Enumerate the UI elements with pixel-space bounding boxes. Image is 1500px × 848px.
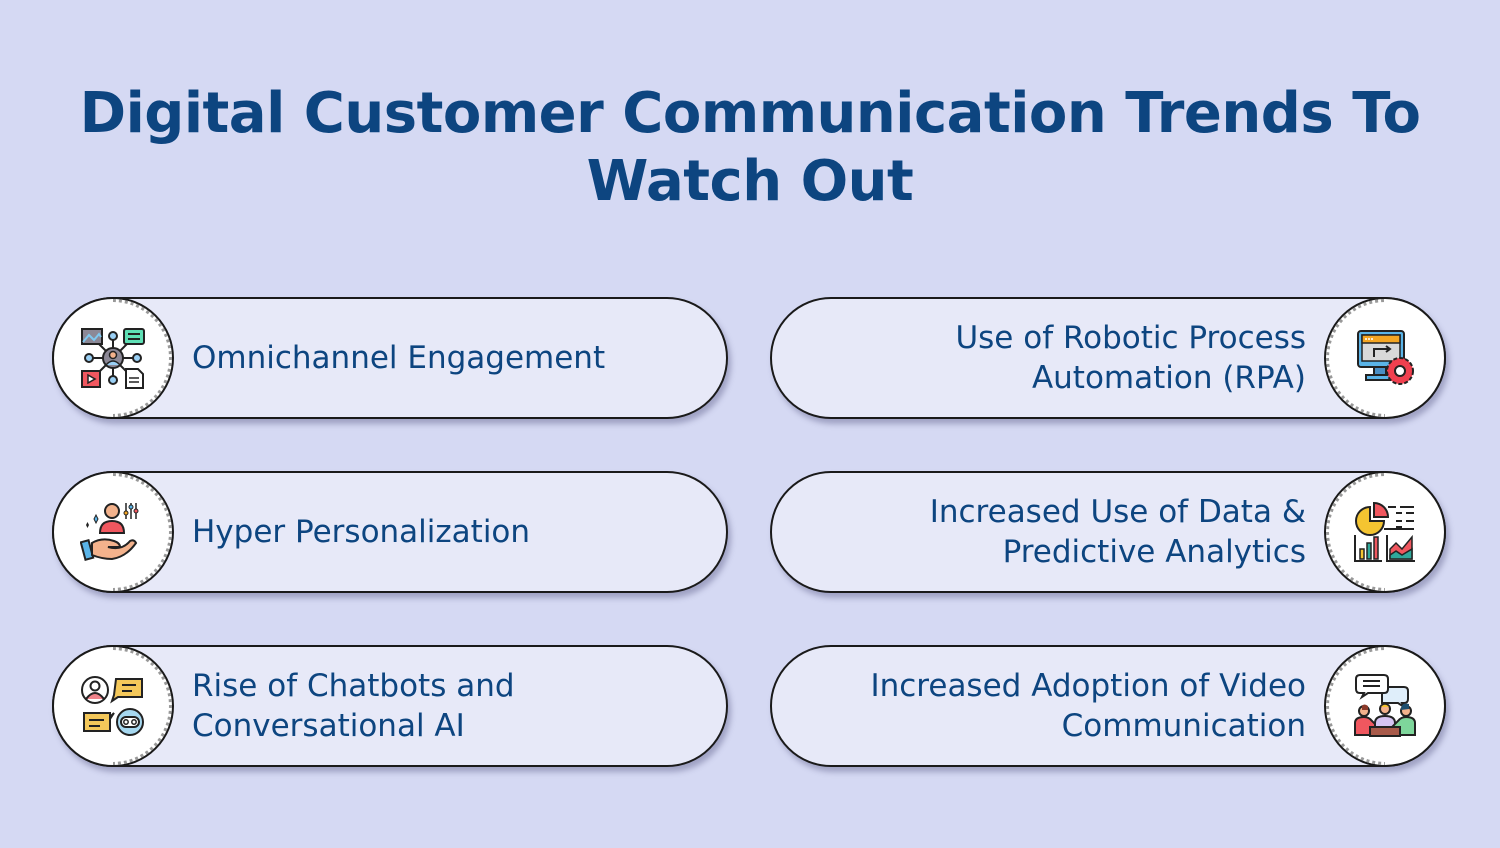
- hand-person-sliders-icon: [80, 503, 139, 561]
- video-meeting-icon: [1354, 674, 1416, 737]
- icon-badge: [52, 471, 174, 593]
- icon-badge: [1324, 297, 1446, 419]
- icon-badge: [1324, 471, 1446, 593]
- page-title: Digital Customer Communication Trends To…: [0, 80, 1500, 216]
- icon-badge: [52, 645, 174, 767]
- icon-badge: [52, 297, 174, 419]
- analytics-charts-icon: [1354, 501, 1415, 562]
- trend-label: Increased Use of Data &Predictive Analyt…: [929, 494, 1306, 570]
- title-line-2: Watch Out: [586, 149, 914, 214]
- trend-card-hyper-personalization: Hyper Personalization: [52, 471, 728, 593]
- chatbot-conversation-icon: [81, 676, 144, 736]
- trend-card-omnichannel: Omnichannel Engagement: [52, 297, 728, 419]
- icon-badge: [1324, 645, 1446, 767]
- computer-gear-icon: [1357, 330, 1414, 385]
- trend-card-predictive-analytics: Increased Use of Data &Predictive Analyt…: [770, 471, 1446, 593]
- omnichannel-network-icon: [81, 328, 145, 389]
- title-line-1: Digital Customer Communication Trends To: [79, 81, 1421, 146]
- trend-label: Hyper Personalization: [192, 514, 531, 550]
- trend-label: Omnichannel Engagement: [192, 340, 606, 376]
